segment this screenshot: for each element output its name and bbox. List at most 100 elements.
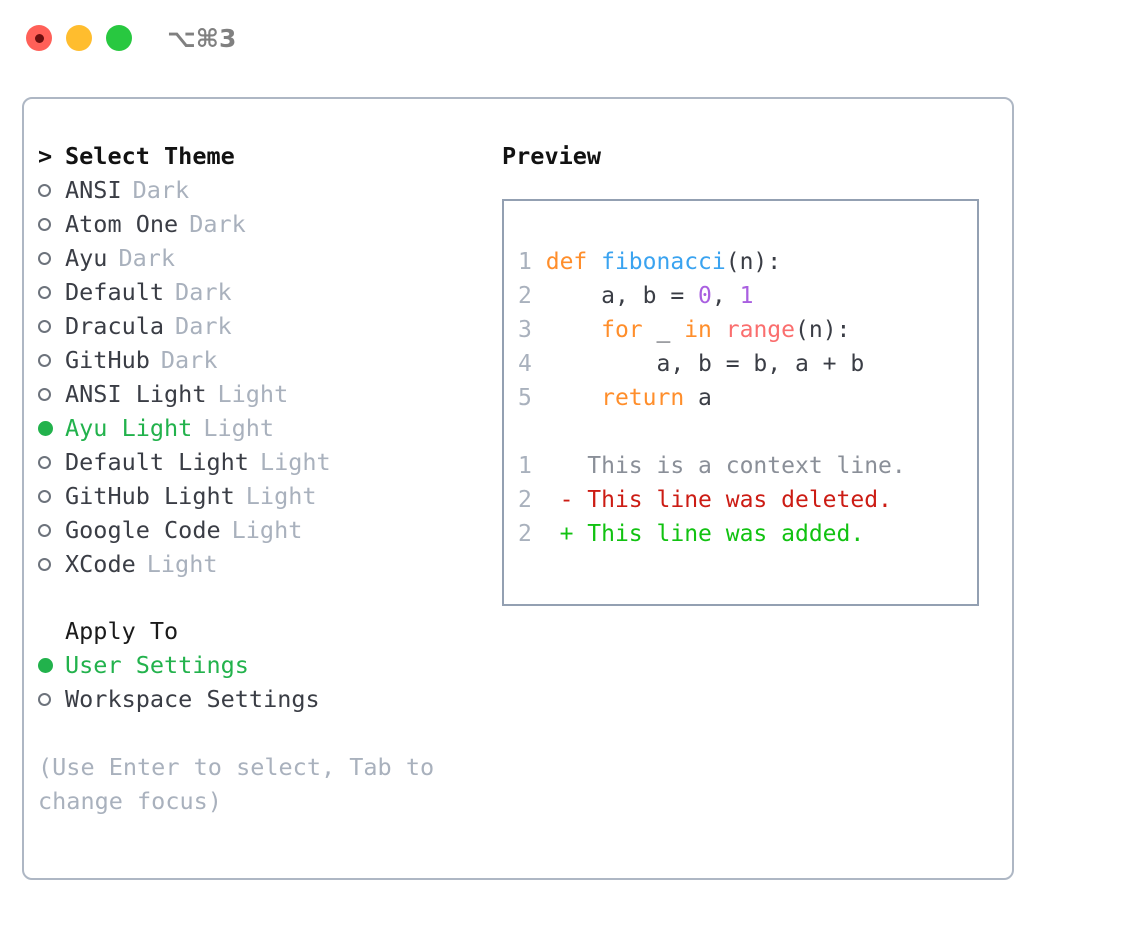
window-titlebar: ⌥⌘3 [0,0,1140,78]
keyboard-hint-line-2: change focus) [38,787,222,815]
code-diff-spacer [518,415,977,449]
theme-list-item[interactable]: Google Code Light [38,513,478,547]
code-token-plain: _ [642,317,685,343]
select-theme-header: > Select Theme [38,139,478,173]
radio-unselected-icon [38,489,51,503]
apply-to-item-label: User Settings [65,651,249,679]
apply-to-label: Apply To [65,617,179,645]
theme-list-item[interactable]: XCode Light [38,547,478,581]
theme-item-radio [38,285,65,299]
code-line: 1 def fibonacci(n): [518,245,977,279]
maximize-button[interactable] [106,25,132,51]
theme-list-item[interactable]: ANSI Light Light [38,377,478,411]
theme-list-item[interactable]: Atom One Dark [38,207,478,241]
radio-unselected-icon [38,523,51,537]
theme-item-variant: Light [146,550,218,578]
theme-item-radio [38,251,65,265]
diff-line-number: 2 [518,487,532,513]
theme-item-variant: Dark [160,346,218,374]
code-gutter-space [532,283,546,309]
radio-unselected-icon [38,455,51,469]
code-token-plain: a, b = [545,283,699,309]
theme-item-variant: Light [231,516,303,544]
theme-list-item[interactable]: GitHub Light Light [38,479,478,513]
theme-item-name: GitHub Light [65,482,235,510]
code-token-builtin: range [725,317,796,343]
apply-to-item-label: Workspace Settings [65,685,320,713]
theme-item-radio [38,387,65,401]
code-token-plain: , [711,283,740,309]
theme-item-name: GitHub [65,346,150,374]
theme-item-radio [38,319,65,333]
code-line-number: 3 [518,317,532,343]
theme-item-name: Default [65,278,165,306]
code-token-kw: for [601,317,643,343]
diff-sign [560,453,574,479]
close-button[interactable] [26,25,52,51]
code-token-plain: (n): [725,249,782,275]
apply-to-item[interactable]: User Settings [38,648,478,682]
theme-item-name: Ayu [65,244,108,272]
caret-icon: > [38,142,53,170]
code-line: 4 a, b = b, a + b [518,347,977,381]
window-title-shortcut: ⌥⌘3 [167,24,237,53]
theme-item-radio [38,420,65,436]
recording-dot-icon [34,33,44,43]
theme-item-radio [38,183,65,197]
theme-list-item[interactable]: Ayu Dark [38,241,478,275]
theme-item-radio [38,557,65,571]
theme-item-variant: Dark [189,210,246,238]
select-theme-label: Select Theme [65,142,235,170]
code-line-number: 1 [518,249,532,275]
diff-line: 1 This is a context line. [518,449,977,483]
diff-text: This is a context line. [573,453,906,479]
theme-item-radio [38,523,65,537]
radio-unselected-icon [38,183,51,197]
theme-item-variant: Dark [175,278,232,306]
code-gutter-space [532,317,546,343]
diff-text: This line was added. [573,521,865,547]
diff-gutter-space [532,521,560,547]
theme-item-name: ANSI Light [65,380,207,408]
theme-item-name: Google Code [65,516,221,544]
code-line-number: 5 [518,385,532,411]
code-token-plain: a, b = b, a + b [545,351,865,377]
theme-item-variant: Dark [175,312,232,340]
theme-item-name: Atom One [65,210,179,238]
code-line: 3 for _ in range(n): [518,313,977,347]
preview-box: 1 def fibonacci(n): 2 a, b = 0, 1 3 for _ … [502,199,979,606]
apply-to-item-radio [38,657,65,673]
preview-column: Preview 1 def fibonacci(n): 2 a, b = 0, 1… [502,139,1002,606]
diff-line: 2 - This line was deleted. [518,483,977,517]
diff-line-number: 2 [518,521,532,547]
code-token-plain [546,385,601,411]
code-line: 5 return a [518,381,977,415]
apply-to-item[interactable]: Workspace Settings [38,682,478,716]
theme-list-item[interactable]: GitHub Dark [38,343,478,377]
radio-unselected-icon [38,353,51,367]
theme-item-variant: Dark [132,176,190,204]
code-gutter-space [532,385,546,411]
code-token-num: 0 [698,283,712,309]
preview-title: Preview [502,142,602,170]
theme-item-name: XCode [65,550,136,578]
radio-unselected-icon [38,285,51,299]
theme-list-item[interactable]: Default Dark [38,275,478,309]
theme-item-variant: Light [217,380,289,408]
theme-item-radio [38,455,65,469]
code-token-kw: return [601,385,685,411]
theme-item-variant: Dark [118,244,176,272]
radio-unselected-icon [38,692,51,706]
code-token-plain: (n): [795,317,851,343]
minimize-button[interactable] [66,25,92,51]
theme-item-variant: Light [245,482,317,510]
window-controls [26,25,132,51]
